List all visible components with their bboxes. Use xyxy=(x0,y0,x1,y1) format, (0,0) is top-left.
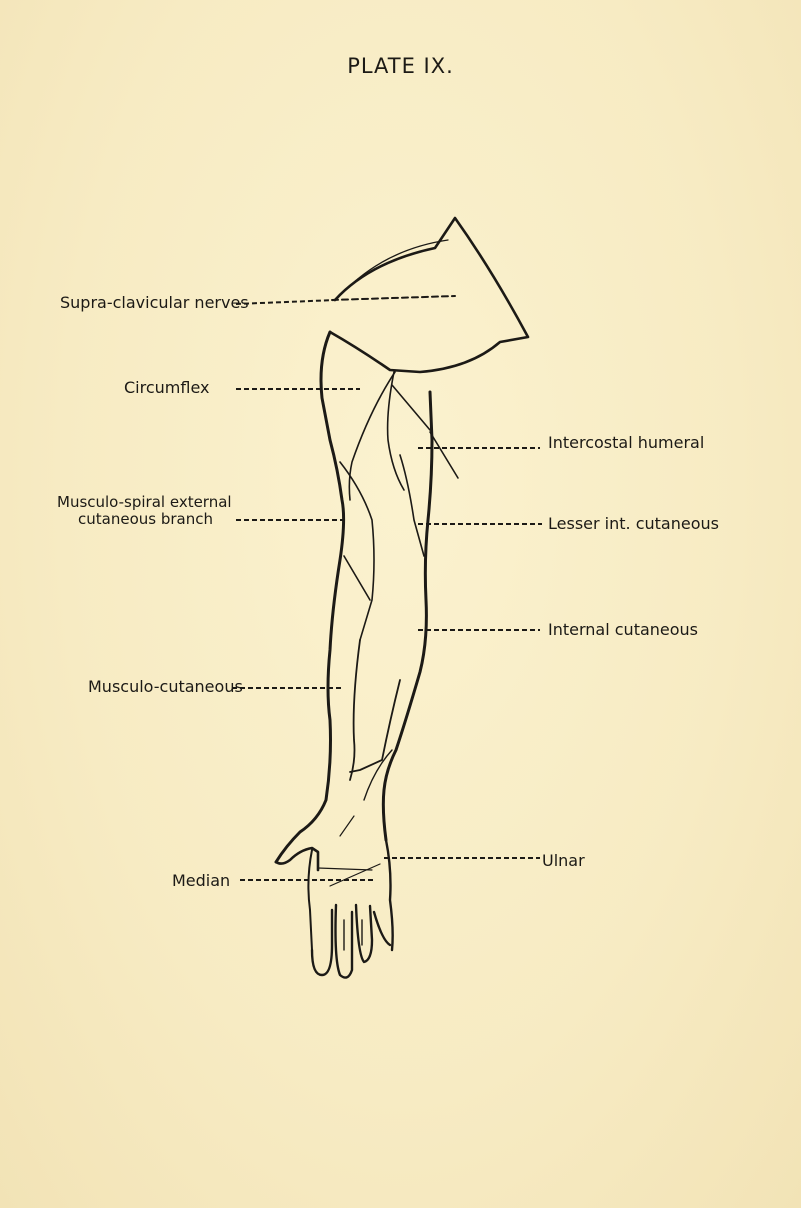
upper-arm-line-1 xyxy=(348,371,396,501)
upper-arm-line-2 xyxy=(386,371,405,491)
label-supra-clavicular: Supra-clavicular nerves xyxy=(60,293,249,312)
upper-arm-line-4 xyxy=(399,454,425,557)
label-intercostal-humeral: Intercostal humeral xyxy=(548,433,705,452)
finger-middle xyxy=(334,903,354,979)
label-median: Median xyxy=(172,871,231,890)
label-musculo-cutaneous: Musculo-cutaneous xyxy=(88,677,243,696)
forearm-line-2 xyxy=(349,679,401,773)
thumb-outline xyxy=(274,846,320,872)
upper-arm-line-5 xyxy=(339,461,375,641)
arm-outline-left xyxy=(274,330,346,864)
label-circumflex: Circumflex xyxy=(124,378,210,397)
arm-outline-right xyxy=(381,390,434,842)
label-musculo-spiral-2: cutaneous branch xyxy=(78,510,213,528)
shoulder-outline xyxy=(328,216,530,374)
forearm-line-1 xyxy=(349,639,361,781)
forearm-line-3 xyxy=(363,749,393,801)
median-branch xyxy=(339,815,355,837)
leader-supra-clavicular xyxy=(235,299,337,305)
wrist-line-2 xyxy=(329,863,381,887)
finger-index xyxy=(310,908,334,977)
finger-little xyxy=(372,910,392,947)
supra-clavicular-zone xyxy=(331,295,456,301)
intercostal-line xyxy=(429,431,459,479)
label-lesser-int-cutaneous: Lesser int. cutaneous xyxy=(548,514,719,533)
label-musculo-spiral-1: Musculo-spiral external xyxy=(57,493,232,511)
hand-left-contour xyxy=(307,849,313,951)
hand-right-contour xyxy=(384,838,394,952)
clavicle-line xyxy=(335,239,449,301)
upper-arm-line-3 xyxy=(391,384,431,431)
upper-arm-line-6 xyxy=(343,555,371,601)
plate-title: PLATE IX. xyxy=(347,54,454,78)
label-ulnar: Ulnar xyxy=(542,851,585,870)
wrist-line-1 xyxy=(317,867,373,871)
label-internal-cutaneous: Internal cutaneous xyxy=(548,620,699,639)
finger-ring xyxy=(354,903,374,964)
